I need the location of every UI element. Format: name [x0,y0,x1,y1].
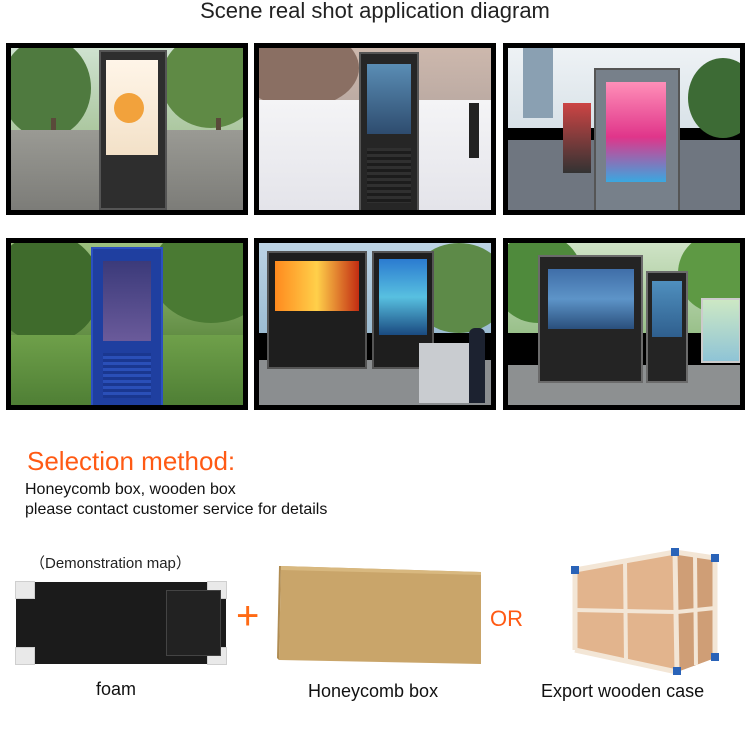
photo-bus-shelter [503,43,745,215]
packaging-options-text: Honeycomb box, wooden box [25,481,236,498]
contact-service-text: please contact customer service for deta… [25,501,328,518]
panel-back-cover [166,590,221,656]
page-title: Scene real shot application diagram [200,0,550,23]
or-text: OR [490,606,523,631]
plus-sign: + [236,594,260,638]
wooden-case-label: Export wooden case [541,681,705,701]
foam-corner-top-left [15,581,35,599]
photo-double-screen-plaza [254,238,496,410]
foam-label: foam [96,679,137,699]
honeycomb-box-image [277,566,481,664]
foam-panel-image [15,581,227,665]
photo-blue-kiosk [6,238,248,410]
photo-double-screen-park [503,238,745,410]
demonstration-caption: （Demonstration map） [30,555,191,572]
foam-corner-bottom-left [15,647,35,665]
wooden-case-image [571,548,719,675]
honeycomb-box-label: Honeycomb box [308,681,439,701]
photo-snow-kiosk [254,43,496,215]
section-title: Selection method: [27,446,236,476]
photo-street-kiosk [6,43,248,215]
